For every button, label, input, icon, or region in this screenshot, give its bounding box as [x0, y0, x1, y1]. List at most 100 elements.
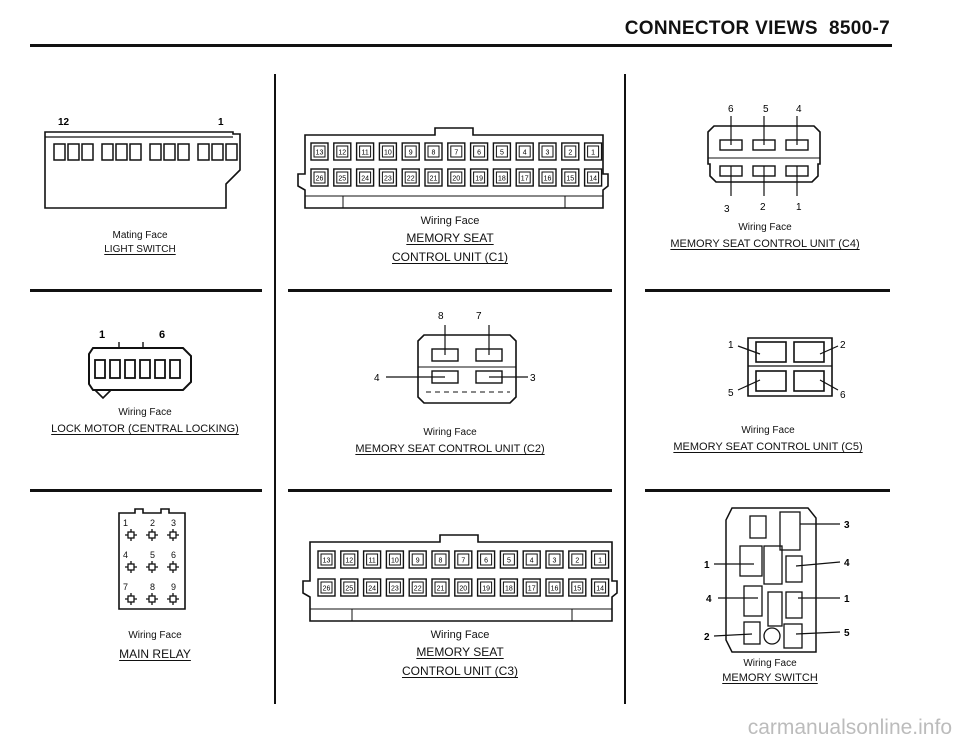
pin-number: 18 [498, 176, 506, 183]
pin-cell [378, 142, 398, 161]
pin-cell-inner [518, 145, 531, 158]
pin-label: 2 [704, 632, 710, 643]
pin-label: 7 [476, 311, 482, 322]
pin-cell [590, 578, 610, 597]
pin-cell-inner [343, 553, 356, 566]
pin-number: 7 [454, 150, 458, 157]
pin-label: 3 [724, 204, 730, 215]
pin-cell [424, 142, 443, 161]
pin-cell-inner [564, 145, 577, 158]
connector-name: MAIN RELAY [119, 647, 191, 661]
pin-number: 15 [566, 176, 574, 183]
pin-label: 2 [150, 518, 155, 528]
pin-cell [469, 168, 489, 187]
pin-cell [454, 578, 473, 597]
slot [197, 143, 210, 161]
row-separator [288, 289, 612, 292]
pin-cell [568, 550, 587, 569]
pin-number: 22 [407, 176, 415, 183]
slot [169, 359, 181, 379]
pin-label: 4 [706, 594, 712, 605]
relay-terminal-box [127, 595, 135, 603]
pin-label: 1 [99, 329, 105, 341]
face-label: Wiring Face [118, 407, 172, 418]
pin-number: 16 [544, 176, 552, 183]
pin-cell [362, 578, 382, 597]
pin-cell [431, 578, 450, 597]
pin-cell [568, 578, 587, 597]
pin-label: 6 [171, 550, 176, 560]
pin-cell [499, 550, 519, 569]
pin-label: 1 [796, 202, 802, 213]
memory-switch-caption: Wiring Face MEMORY SWITCH [690, 657, 850, 685]
slot [149, 143, 162, 161]
pin-label: 3 [171, 518, 176, 528]
pin-number: 5 [507, 558, 511, 565]
face-label: Wiring Face [741, 425, 795, 436]
pin-number: 5 [500, 150, 504, 157]
pin-number: 1 [591, 150, 595, 157]
pin-number: 26 [323, 586, 331, 593]
pin-cell-inner [502, 581, 515, 594]
pin-cell-inner [457, 581, 470, 594]
pin-cell-inner [587, 171, 600, 184]
c4-connector: 6 5 4 3 2 1 [707, 104, 821, 215]
pin-number: 11 [368, 558, 375, 565]
slot [67, 143, 80, 161]
pin-cell-inner [594, 553, 607, 566]
face-label: Wiring Face [420, 215, 480, 227]
pin-label: 9 [171, 582, 176, 592]
pin-cell-inner [473, 171, 486, 184]
pin-label: 6 [159, 329, 165, 341]
c2-connector: 8 7 4 3 [374, 311, 536, 404]
pin-cell [515, 142, 534, 161]
row-separator [30, 489, 262, 492]
connector-name: MEMORY SEAT CONTROL UNIT (C5) [673, 441, 863, 453]
pin-cell [492, 168, 512, 187]
pin-cell-inner [336, 171, 349, 184]
face-label: Wiring Face [430, 629, 490, 641]
pin-cell [476, 578, 496, 597]
connector-name: MEMORY SEAT [416, 645, 504, 659]
pin-cell [333, 142, 352, 161]
slot [177, 143, 190, 161]
pin-cell-inner [594, 581, 607, 594]
pin-cell [522, 578, 541, 597]
pin-number: 11 [361, 150, 368, 157]
pin-number: 21 [430, 176, 438, 183]
pin-number: 21 [437, 586, 445, 593]
pin-cell-inner [480, 553, 493, 566]
connector-name: MEMORY SEAT [406, 231, 494, 245]
light-switch-connector: 12 1 [44, 117, 241, 209]
page-header: CONNECTOR VIEWS 8500-7 [625, 18, 890, 40]
pin-cell [401, 168, 420, 187]
pin-label: 8 [150, 582, 155, 592]
relay-terminal-box [148, 531, 156, 539]
pin-label: 1 [218, 117, 224, 128]
face-label: Wiring Face [743, 658, 797, 669]
pin-cell-inner [404, 145, 417, 158]
slot [81, 143, 94, 161]
pin-number: 6 [484, 558, 488, 565]
pin-label: 4 [796, 104, 802, 115]
watermark: carmanualsonline.info [747, 716, 952, 739]
slot [211, 143, 224, 161]
pin-label: 4 [123, 550, 128, 560]
pin-number: 10 [391, 558, 399, 565]
pin-label: 1 [704, 560, 710, 571]
pin-label: 1 [123, 518, 128, 528]
pin-cell-inner [411, 581, 424, 594]
pin-cell [355, 168, 375, 187]
pin-number: 2 [568, 150, 572, 157]
pin-cell-inner [473, 145, 486, 158]
slot [139, 359, 151, 379]
pin-cell-inner [480, 581, 493, 594]
pin-number: 4 [523, 150, 527, 157]
relay-terminal-box [169, 563, 177, 571]
pin-cell [447, 168, 466, 187]
slot [225, 143, 238, 161]
c2-caption: Wiring Face MEMORY SEAT CONTROL UNIT (C2… [325, 426, 575, 458]
face-label: Wiring Face [423, 427, 477, 438]
